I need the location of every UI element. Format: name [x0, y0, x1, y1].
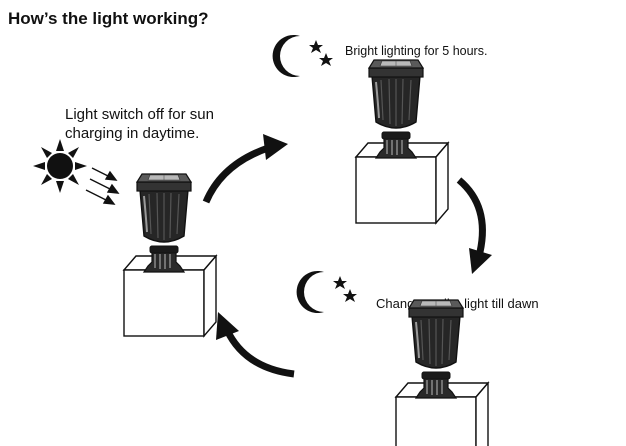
caption-sun-charging-line1: Light switch off for sun: [65, 106, 214, 123]
caption-sun-charging: Light switch off for sun charging in day…: [65, 105, 285, 143]
page-title: How’s the light working?: [8, 9, 209, 28]
moon-stars-icon-bright: [272, 35, 333, 77]
moon-stars-icon-dim: [296, 271, 357, 313]
cycle-arrow-to-bright: [202, 134, 288, 204]
cycle-arrow-to-dim: [456, 177, 492, 274]
cycle-arrow-to-charging: [216, 312, 295, 378]
sunlight-arrows-icon: [85, 167, 120, 205]
caption-bright-lighting: Bright lighting for 5 hours.: [345, 44, 488, 58]
caption-sun-charging-line2: charging in daytime.: [65, 125, 200, 142]
sun-icon: [33, 139, 87, 193]
